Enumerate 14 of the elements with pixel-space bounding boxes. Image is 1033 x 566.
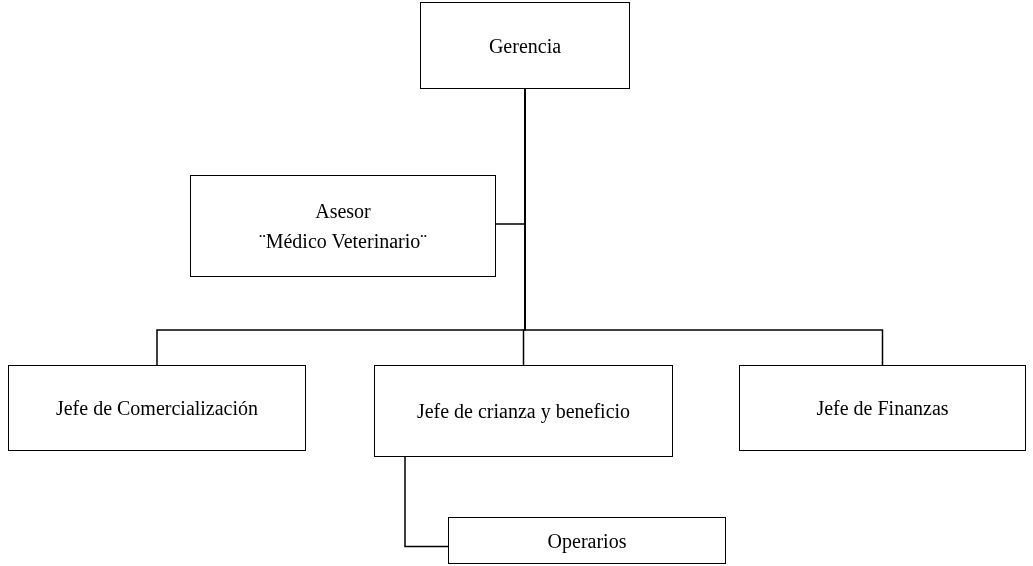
box-title: ¨Médico Veterinario¨	[259, 229, 427, 254]
org-box	[739, 365, 1026, 451]
box-title: Asesor	[315, 199, 371, 224]
box-title: Jefe de crianza y beneficio	[416, 399, 631, 425]
connector-line	[404, 456, 449, 548]
org-box	[448, 517, 726, 564]
org-box	[190, 175, 496, 277]
box-title: Jefe de Finanzas	[816, 396, 949, 421]
org-box	[374, 365, 673, 457]
box-title: Jefe de Comercialización	[55, 396, 259, 421]
org-box	[420, 2, 630, 89]
org-box	[8, 365, 306, 451]
box-title: Operarios	[547, 528, 627, 555]
box-title: Gerencia	[488, 33, 562, 59]
